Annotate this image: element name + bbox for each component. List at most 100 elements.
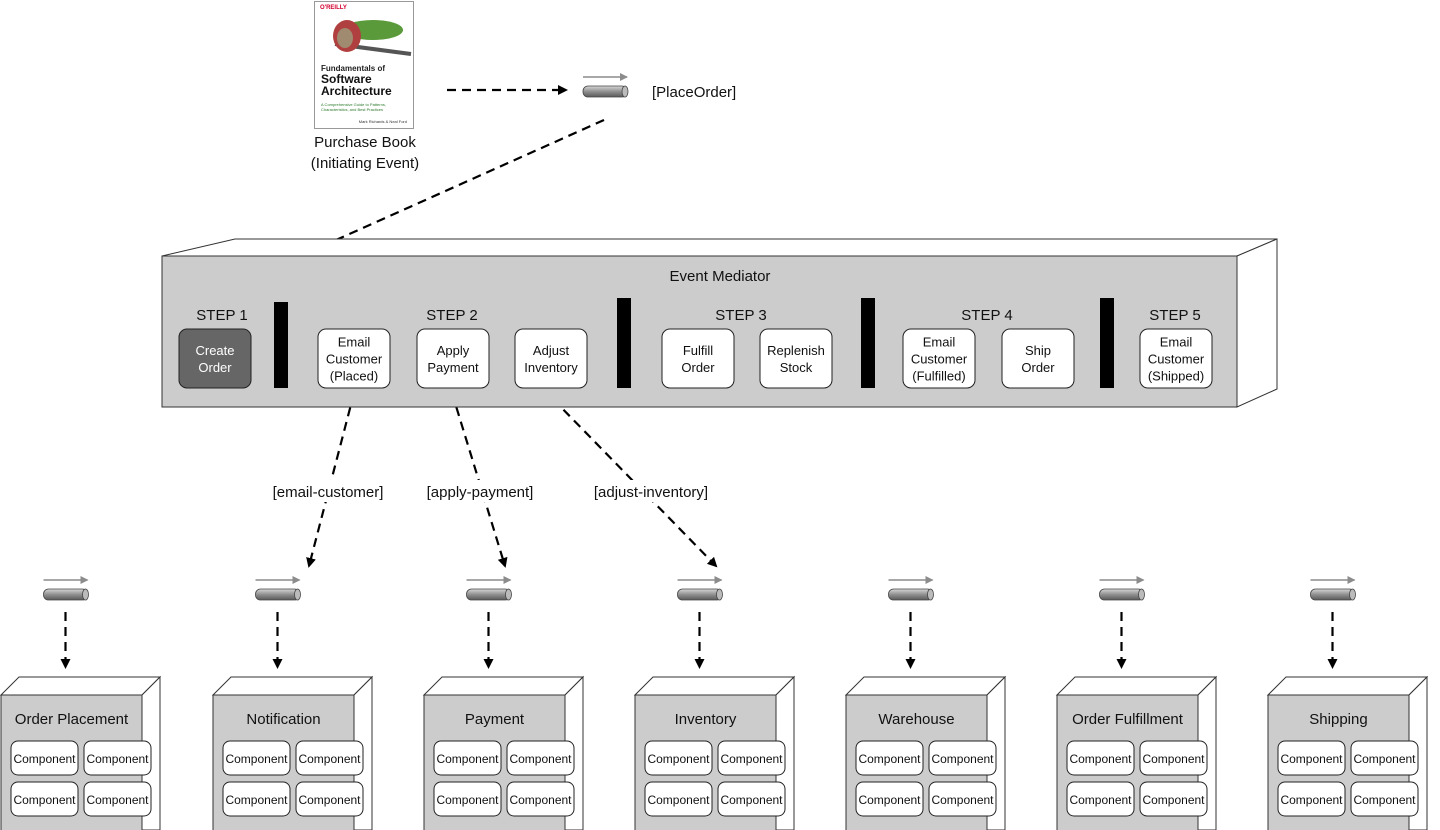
component-label: Component [13, 752, 76, 766]
command-arrow-3 [552, 398, 718, 568]
component-label: Component [1353, 793, 1416, 807]
processor-name: Payment [465, 711, 525, 728]
command-label-bg [420, 480, 540, 502]
component-box [644, 740, 713, 776]
processor-name: Shipping [1309, 711, 1367, 728]
component-box [1066, 740, 1135, 776]
step-label-4: STEP 4 [961, 307, 1012, 324]
component-label: Component [931, 752, 994, 766]
parrot-illustration [333, 20, 412, 56]
processor-queue-3 [466, 576, 512, 601]
processor-top-face [844, 676, 1007, 696]
task-label-line: Payment [427, 360, 479, 375]
component-label: Component [509, 752, 572, 766]
command-label-3: [adjust-inventory] [594, 484, 708, 501]
component-box [644, 781, 713, 817]
processor-queue-1 [43, 576, 89, 601]
command-label-bg [591, 480, 711, 502]
queue-cylinder-end [294, 588, 301, 601]
caption-line2: (Initiating Event) [310, 155, 420, 172]
task-box [661, 328, 735, 389]
task-box [416, 328, 490, 389]
mediator-title: Event Mediator [670, 268, 771, 285]
initiating-event-caption: Purchase Book (Initiating Event) [300, 132, 430, 174]
component-box [506, 781, 575, 817]
step-divider [861, 298, 875, 388]
processor-queue-7 [1310, 576, 1356, 601]
task-label-line: Create [195, 343, 234, 358]
component-label: Component [225, 752, 288, 766]
place-order-queue-label: [PlaceOrder] [652, 84, 736, 101]
queue-cylinder-end [927, 588, 934, 601]
component-box [295, 781, 364, 817]
component-box [855, 781, 924, 817]
task-label-line: Adjust [533, 343, 570, 358]
step-divider [617, 298, 631, 388]
queue-cylinder-icon [677, 588, 722, 601]
book-cover: O'REILLY Fundamentals of Software Archit… [314, 1, 414, 129]
component-box [855, 740, 924, 776]
component-label: Component [931, 793, 994, 807]
processor-top-face [422, 676, 585, 696]
component-label: Component [86, 793, 149, 807]
queue-cylinder-icon [1099, 588, 1144, 601]
component-label: Component [1142, 793, 1205, 807]
component-box [1066, 781, 1135, 817]
queue-cylinder-end [505, 588, 512, 601]
component-label: Component [436, 752, 499, 766]
queue-cylinder-icon [1310, 588, 1355, 601]
processor-name: Order Placement [15, 711, 129, 728]
task-label-line: Email [1160, 335, 1193, 350]
step-label-1: STEP 1 [196, 307, 247, 324]
component-box [1350, 740, 1419, 776]
component-box [433, 781, 502, 817]
processor-queue-2 [255, 576, 301, 601]
task-box [178, 328, 252, 389]
task-box [759, 328, 833, 389]
component-box [83, 781, 152, 817]
task-label-line: Customer [326, 352, 383, 367]
component-box [928, 781, 997, 817]
component-label: Component [298, 793, 361, 807]
component-box [1277, 781, 1346, 817]
task-box [1001, 328, 1075, 389]
component-box [10, 781, 79, 817]
step-label-2: STEP 2 [426, 307, 477, 324]
processor-queue-5 [888, 576, 934, 601]
command-arrow-2 [450, 392, 508, 568]
component-label: Component [1069, 793, 1132, 807]
task-label-line: (Placed) [330, 369, 378, 384]
component-box [1139, 781, 1208, 817]
queue-cylinder-end [1349, 588, 1356, 601]
component-box [433, 740, 502, 776]
component-label: Component [647, 752, 710, 766]
processor-name: Inventory [675, 711, 737, 728]
step-divider [274, 302, 288, 388]
component-box [295, 740, 364, 776]
step-divider [1100, 298, 1114, 388]
component-box [10, 740, 79, 776]
task-box [902, 328, 976, 389]
task-label-line: Email [923, 335, 956, 350]
caption-line1: Purchase Book [314, 134, 416, 151]
component-box [222, 740, 291, 776]
component-box [222, 781, 291, 817]
component-label: Component [720, 752, 783, 766]
task-label-line: Apply [437, 343, 470, 358]
book-authors: Mark Richards & Neal Ford [358, 119, 407, 124]
queue-cylinder-icon [466, 588, 511, 601]
step-label-5: STEP 5 [1149, 307, 1200, 324]
processor-name: Order Fulfillment [1072, 711, 1184, 728]
task-label-line: Order [1021, 360, 1055, 375]
processor-queue-6 [1099, 576, 1145, 601]
